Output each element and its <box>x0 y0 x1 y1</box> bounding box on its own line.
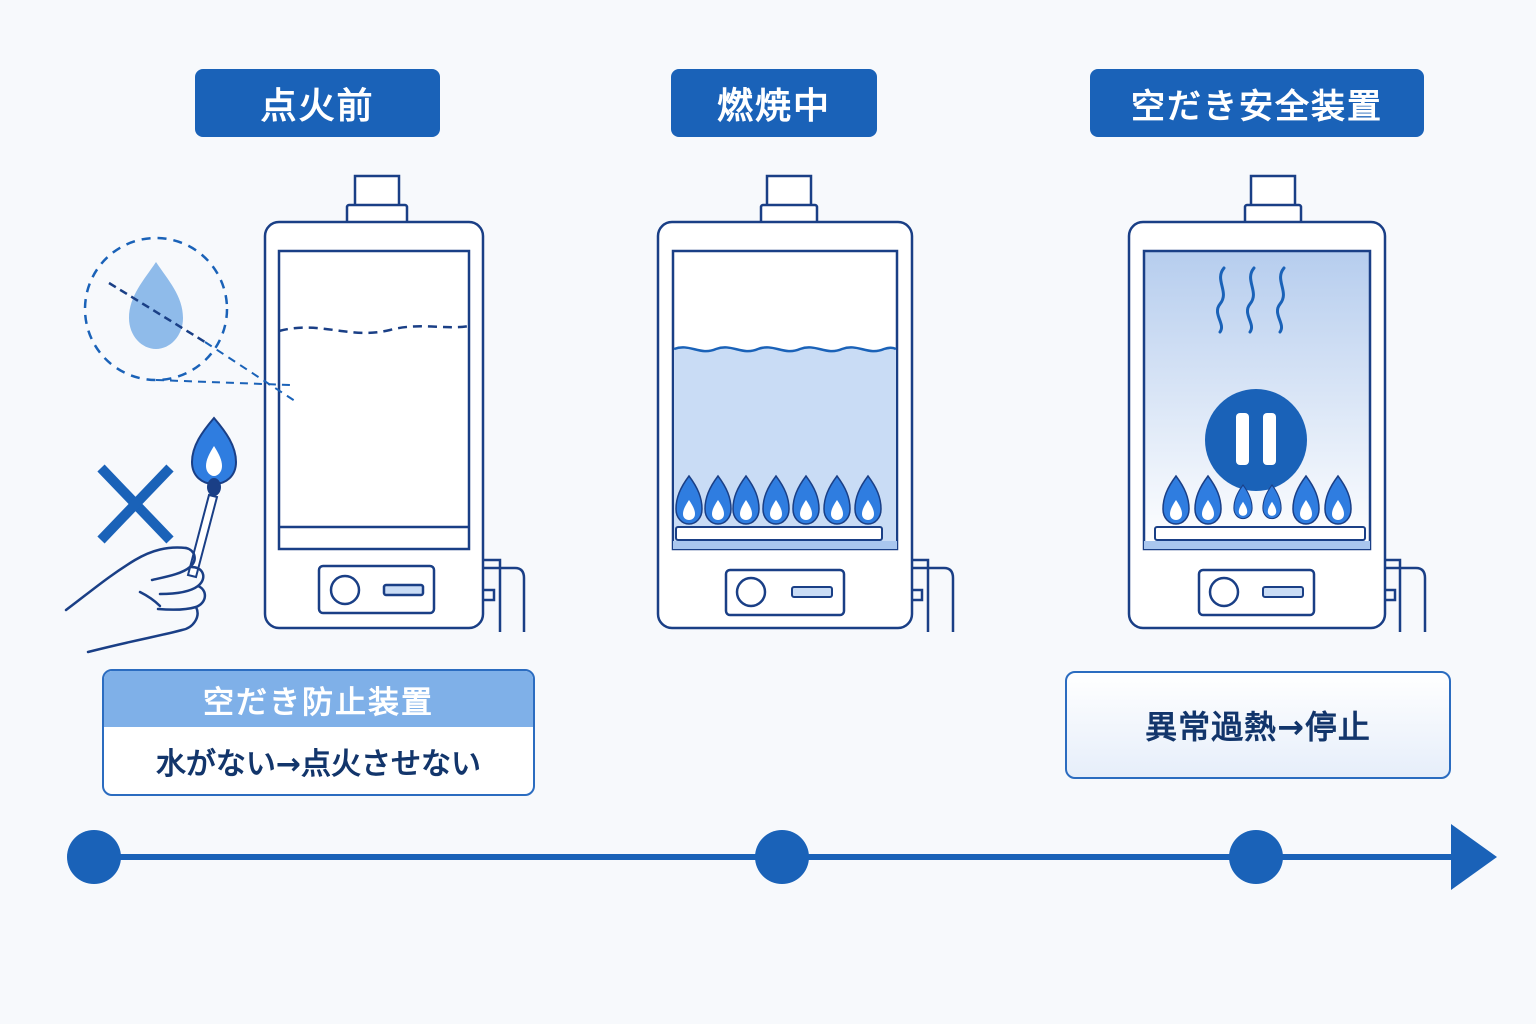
pause-icon <box>1205 389 1307 491</box>
timeline-node-2 <box>755 830 809 884</box>
hand-icon <box>64 546 207 654</box>
prevention-device-text: 水がない→点火させない <box>155 746 482 782</box>
timeline-arrow-icon <box>67 824 1497 890</box>
water-heater-1 <box>263 174 526 632</box>
prevention-device-caption: 空だき防止装置 水がない→点火させない <box>102 669 535 796</box>
cross-icon <box>97 464 174 544</box>
water-heater-2 <box>656 174 955 632</box>
prevention-device-heading: 空だき防止装置 <box>104 671 533 727</box>
no-water-callout <box>83 236 299 404</box>
timeline-node-3 <box>1229 830 1283 884</box>
stage-title-burning: 燃焼中 <box>671 69 877 137</box>
match-flame-icon <box>186 416 238 579</box>
stage-title-safety-device: 空だき安全装置 <box>1090 69 1424 137</box>
timeline-node-1 <box>67 830 121 884</box>
steam-icon <box>1215 266 1286 334</box>
stage-title-before-ignition: 点火前 <box>195 69 440 137</box>
no-water-drop-icon <box>129 262 183 349</box>
overheat-stop-caption: 異常過熱→停止 <box>1065 671 1451 779</box>
